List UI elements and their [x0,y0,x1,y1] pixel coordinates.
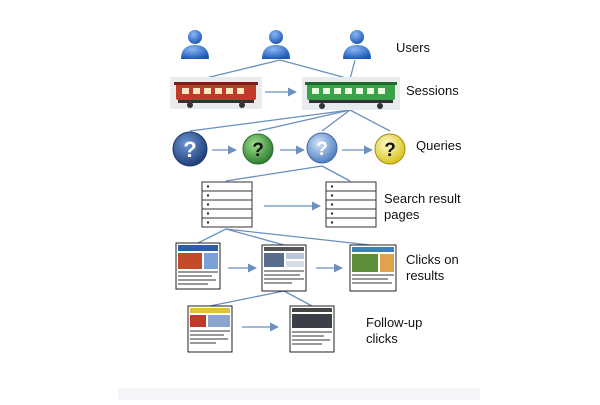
question-mark-icon: ? [374,133,406,165]
label-search-result-pages: Search result pages [384,191,461,222]
bottom-band [118,388,480,400]
sessions-to-queries-connectors [189,109,391,132]
webpage-thumbnail-icon [187,305,233,353]
svg-text:?: ? [384,140,396,161]
result-list-icon [325,181,377,228]
result-list-icon [201,181,253,228]
label-sessions: Sessions [406,83,459,98]
question-mark-icon: ? [306,132,338,164]
query-to-serp-connectors [225,165,351,182]
svg-text:?: ? [183,137,196,162]
svg-text:?: ? [316,139,328,160]
label-clicks-on-results: Clicks on results [406,252,459,283]
users-to-sessions-connectors [201,59,356,80]
question-mark-icon: ? [172,131,208,167]
svg-text:?: ? [252,140,264,161]
click-to-followup-connectors [209,290,313,307]
label-users: Users [396,40,430,55]
user-icon [262,30,290,59]
label-queries: Queries [416,138,462,153]
serp-to-clicks-connectors [197,228,371,246]
webpage-thumbnail-icon [175,242,221,290]
label-follow-up-clicks: Follow-up clicks [366,315,423,346]
question-mark-icon: ? [242,133,274,165]
webpage-thumbnail-icon [289,305,335,353]
train-car-icon [170,77,262,109]
flow-arrows [212,87,373,332]
webpage-thumbnail-icon [349,244,397,292]
user-icon [181,30,209,59]
user-icon [343,30,371,59]
train-car-icon [302,77,400,110]
webpage-thumbnail-icon [261,244,307,292]
